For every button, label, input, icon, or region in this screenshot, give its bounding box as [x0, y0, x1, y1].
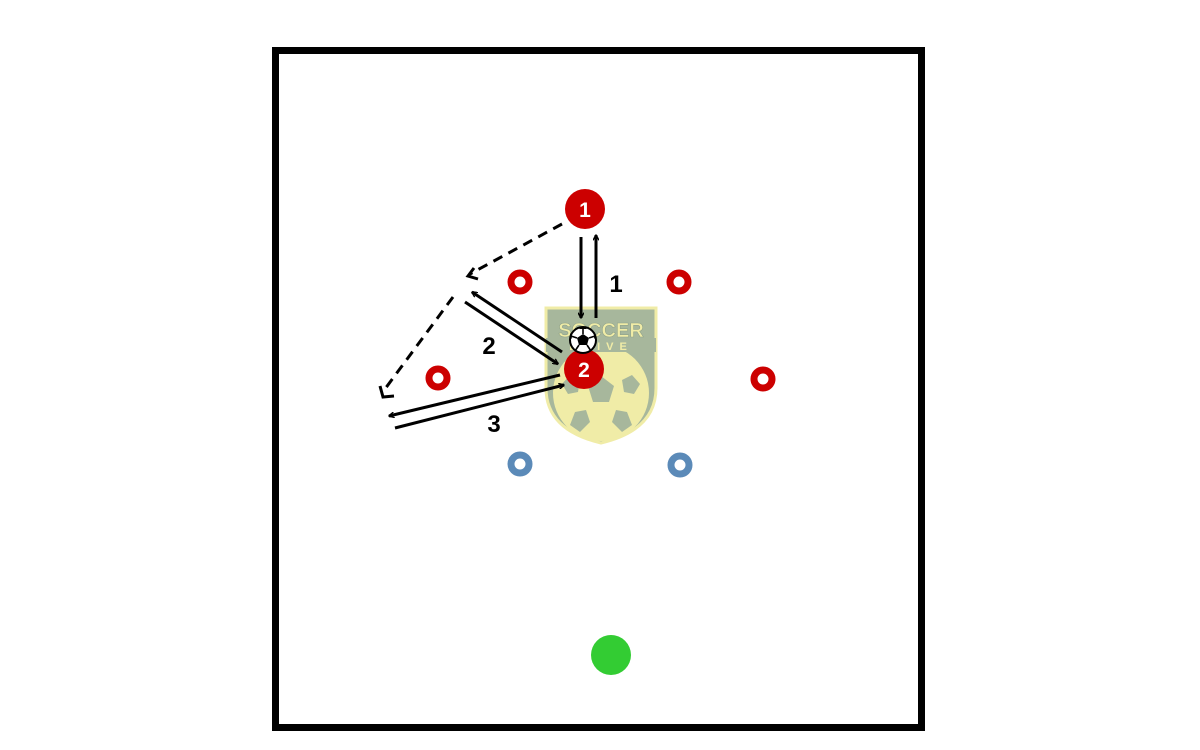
coach-marker	[591, 635, 631, 675]
pass-label-3: 3	[487, 411, 500, 438]
soccer-ball-icon	[569, 326, 597, 354]
player-2-number: 2	[578, 359, 590, 382]
pass-arrow	[394, 385, 564, 430]
red-cone	[750, 366, 776, 392]
pass-label-2: 2	[482, 333, 495, 360]
red-cone	[507, 269, 533, 295]
blue-cone	[667, 452, 693, 478]
return-arrow	[389, 373, 561, 416]
pass-2	[464, 290, 563, 366]
run-marker	[378, 385, 395, 399]
run-segment	[380, 296, 455, 394]
run-markers	[378, 267, 479, 399]
red-cone	[666, 269, 692, 295]
logo-ball-patch	[622, 375, 640, 394]
blue-cone	[507, 451, 533, 477]
pass-label-1: 1	[609, 271, 622, 298]
run-segment	[469, 222, 563, 276]
run-marker	[465, 267, 479, 281]
pass-arrow	[464, 300, 558, 366]
pass-1	[581, 235, 596, 318]
logo-ball-patch	[570, 410, 590, 432]
player-1: 1	[565, 189, 605, 229]
red-cone	[425, 365, 451, 391]
player-run-path	[380, 222, 563, 394]
player-1-number: 1	[579, 199, 591, 222]
logo-ball-patch	[612, 410, 632, 432]
return-arrow	[472, 290, 563, 354]
player-2: 2	[564, 349, 604, 389]
pass-3	[389, 373, 564, 430]
cones	[425, 269, 776, 478]
